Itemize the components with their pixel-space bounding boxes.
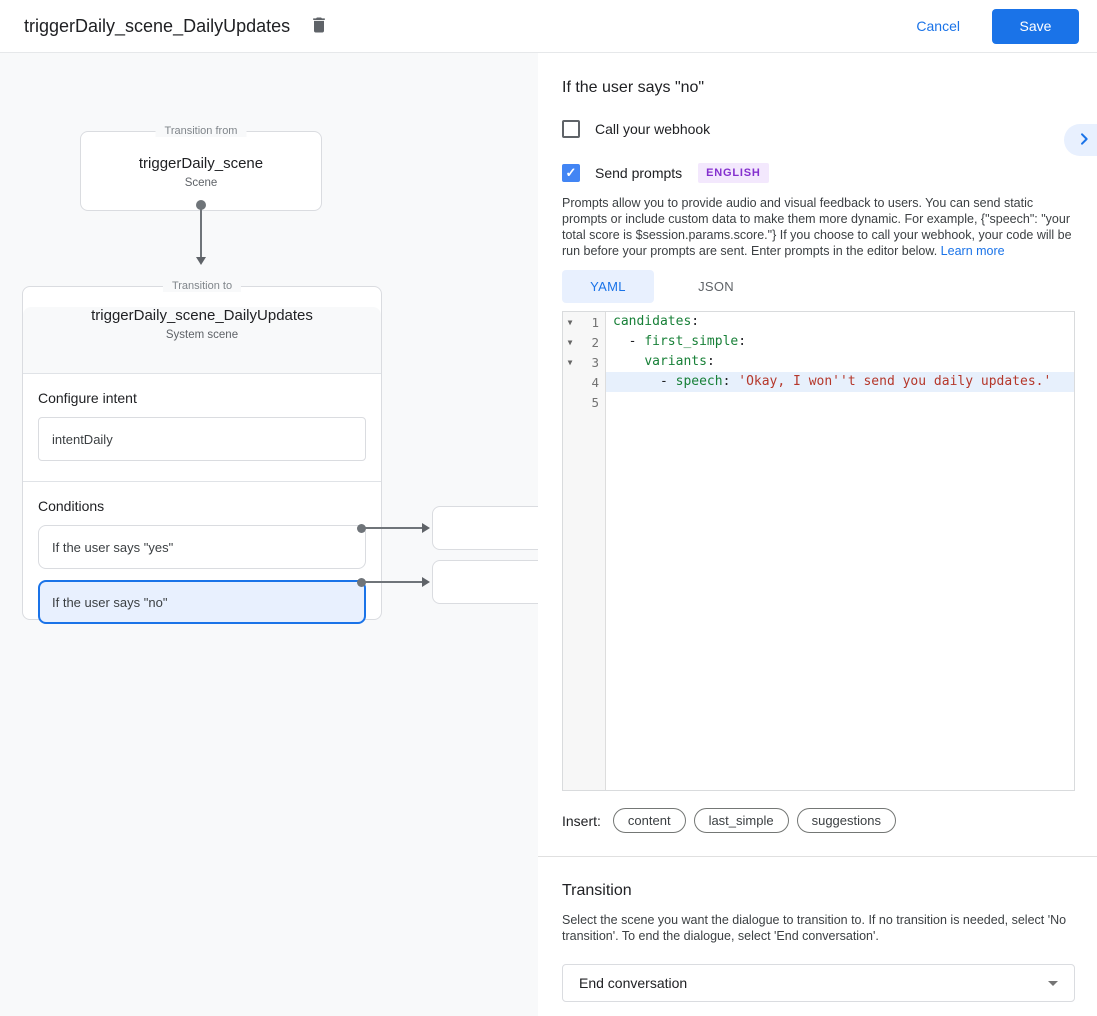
insert-chip-last_simple[interactable]: last_simple [693,808,789,833]
delete-button[interactable] [309,15,329,38]
code-editor[interactable]: ▼ 1 ▼ 2 ▼ 3 4 5 candidates: - first_simple: var… [562,311,1075,791]
code-line[interactable]: candidates: [613,314,700,329]
learn-more-link[interactable]: Learn more [940,244,1005,258]
section-divider [538,856,1097,857]
trash-icon [309,15,329,38]
code-line[interactable]: - first_simple: [613,334,747,349]
condition-editor-panel: If the user says "no" Call your webhook … [538,53,1097,1016]
language-badge: ENGLISH [698,163,769,183]
webhook-checkbox[interactable] [562,120,580,138]
chevron-right-icon [1076,131,1092,150]
handler-stub-yes[interactable] [432,506,538,550]
code-line[interactable] [606,392,1074,412]
transition-heading: Transition [562,882,632,899]
insert-label: Insert: [562,812,601,829]
save-button[interactable]: Save [992,8,1079,44]
intent-value: intentDaily [52,431,113,447]
tab-json[interactable]: JSON [698,279,734,294]
tab-yaml[interactable]: YAML [562,270,654,303]
fold-icon[interactable]: ▼ [567,357,573,367]
line-number: 5 [591,394,599,410]
code-line[interactable]: variants: [644,354,715,369]
configure-intent-label: Configure intent [38,390,137,406]
insert-row: Insert: content last_simple suggestions [562,808,1080,833]
arrow-down-icon [196,257,206,265]
send-prompts-label: Send prompts [595,165,683,181]
transition-select[interactable]: End conversation [562,964,1075,1002]
to-node-title: triggerDaily_scene_DailyUpdates [91,307,313,324]
page-title: triggerDaily_scene_DailyUpdates [24,15,291,36]
cancel-button[interactable]: Cancel [916,18,960,34]
transition-to-node: Transition to triggerDaily_scene_DailyUp… [22,280,382,624]
code-line[interactable]: - speech: 'Okay, I won''t send you daily… [606,372,1074,392]
collapse-panel-button[interactable] [1064,124,1097,156]
from-node-subtitle: Scene [184,177,218,189]
condition-item[interactable]: If the user says "no" [38,580,366,624]
line-number: 2 [591,334,599,350]
line-number: 4 [591,374,599,390]
chevron-down-icon [1048,980,1058,986]
transition-to-label: Transition to [162,280,242,292]
transition-select-value: End conversation [579,975,688,991]
insert-chip-content[interactable]: content [612,808,686,833]
fold-icon[interactable]: ▼ [567,317,573,327]
fold-icon[interactable]: ▼ [567,337,573,347]
insert-chip-suggestions[interactable]: suggestions [796,808,896,833]
webhook-label: Call your webhook [595,121,711,137]
panel-heading: If the user says "no" [562,79,705,96]
conditions-label: Conditions [38,498,105,514]
line-number: 1 [591,314,599,330]
intent-field[interactable]: intentDaily [38,417,366,461]
line-number: 3 [591,354,599,370]
editor-gutter: ▼ 1 ▼ 2 ▼ 3 4 5 [563,312,606,790]
transition-from-label: Transition from [155,125,247,137]
prompts-description: Prompts allow you to provide audio and v… [562,196,1072,258]
arrow-right-icon [422,523,430,533]
send-prompts-checkbox[interactable]: ✓ [562,164,580,182]
editor-code[interactable]: candidates: - first_simple: variants: - … [606,312,1074,790]
condition-item[interactable]: If the user says "yes" [38,525,366,569]
editor-format-tabs: YAML JSON [562,270,1080,303]
transition-from-node[interactable]: Transition from triggerDaily_scene Scene [80,125,322,211]
to-node-subtitle: System scene [165,329,239,341]
from-node-title: triggerDaily_scene [138,155,264,172]
header: triggerDaily_scene_DailyUpdates Cancel S… [0,0,1097,53]
to-node-header: triggerDaily_scene_DailyUpdates System s… [23,307,381,374]
handler-stub-no[interactable] [432,560,538,604]
arrow-right-icon [422,577,430,587]
transition-description: Select the scene you want the dialogue t… [562,913,1067,943]
scene-diagram-canvas: Transition from triggerDaily_scene Scene… [0,53,538,1016]
